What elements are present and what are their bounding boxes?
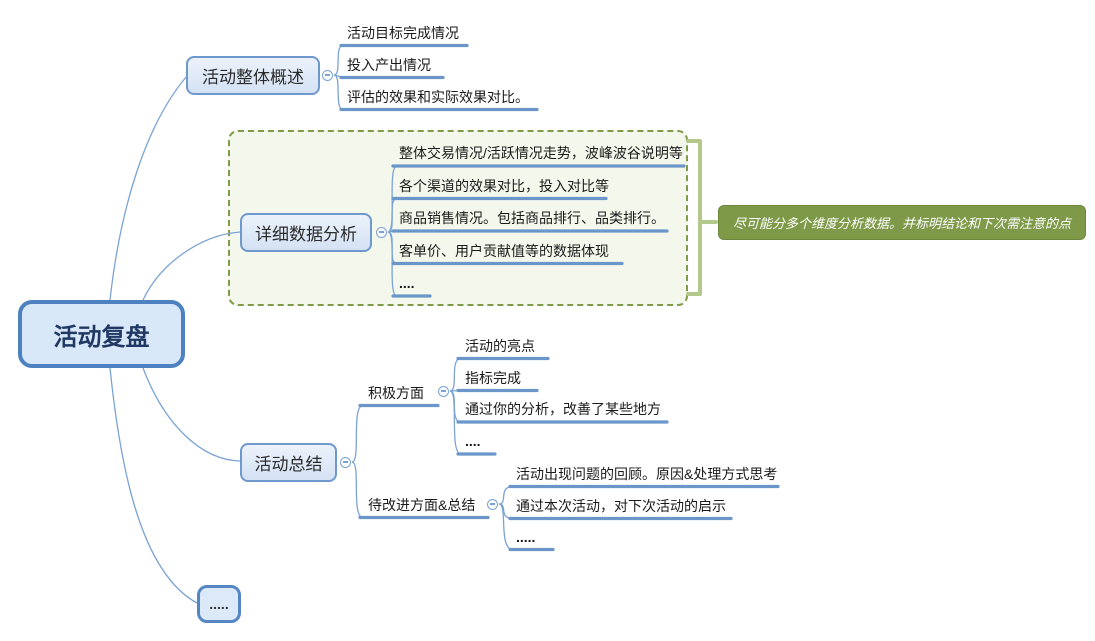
collapse-toggle-improve[interactable] bbox=[487, 498, 498, 510]
minus-icon bbox=[441, 390, 446, 392]
collapse-toggle-data-analysis[interactable] bbox=[376, 226, 387, 238]
subtopic-indicators-completed[interactable]: 指标完成 bbox=[465, 369, 521, 386]
subtopic-effect-comparison[interactable]: 评估的效果和实际效果对比。 bbox=[347, 88, 529, 105]
subtopic-more-dots[interactable]: .... bbox=[399, 275, 415, 291]
subtopic-input-output[interactable]: 投入产出情况 bbox=[347, 56, 431, 73]
summary-callout[interactable]: 尽可能分多个维度分析数据。并标明结论和下次需注意的点 bbox=[718, 205, 1086, 240]
subtopic-improvements[interactable]: 通过你的分析，改善了某些地方 bbox=[465, 401, 661, 417]
subtopic-highlights[interactable]: 活动的亮点 bbox=[465, 337, 535, 354]
branch-topic-summary[interactable]: 活动总结 bbox=[240, 443, 337, 482]
collapse-toggle-summary[interactable] bbox=[340, 456, 351, 468]
subtopic-more-dots[interactable]: .... bbox=[465, 433, 481, 449]
minus-icon bbox=[325, 74, 330, 76]
branch-topic-data-analysis[interactable]: 详细数据分析 bbox=[240, 213, 372, 252]
subtopic-overall-trend[interactable]: 整体交易情况/活跃情况走势，波峰波谷说明等 bbox=[399, 145, 683, 161]
subtopic-problem-review[interactable]: 活动出现问题的回顾。原因&处理方式思考 bbox=[516, 465, 778, 482]
minus-icon bbox=[379, 231, 384, 233]
branch-topic-more[interactable]: ..... bbox=[197, 585, 241, 623]
summary-bracket bbox=[686, 139, 718, 296]
root-topic[interactable]: 活动复盘 bbox=[18, 300, 185, 368]
subtopic-product-sales[interactable]: 商品销售情况。包括商品排行、品类排行。 bbox=[399, 210, 665, 226]
subtopic-channel-comparison[interactable]: 各个渠道的效果对比，投入对比等 bbox=[399, 177, 609, 194]
minus-icon bbox=[490, 503, 495, 505]
subtopic-goal-completion[interactable]: 活动目标完成情况 bbox=[347, 24, 459, 41]
subtopic-more-dots[interactable]: ..... bbox=[516, 528, 536, 545]
subtopic-next-insights[interactable]: 通过本次活动，对下次活动的启示 bbox=[516, 497, 726, 514]
topic-underlines bbox=[339, 43, 780, 552]
subtopic-customer-value[interactable]: 客单价、用户贡献值等的数据体现 bbox=[399, 242, 609, 259]
subtopic-improvement-summary[interactable]: 待改进方面&总结 bbox=[368, 496, 476, 513]
subtopic-positive-aspects[interactable]: 积极方面 bbox=[368, 384, 424, 401]
collapse-toggle-overview[interactable] bbox=[322, 69, 333, 81]
branch-topic-overview[interactable]: 活动整体概述 bbox=[186, 56, 320, 95]
collapse-toggle-positive[interactable] bbox=[438, 385, 449, 397]
minus-icon bbox=[343, 461, 348, 463]
